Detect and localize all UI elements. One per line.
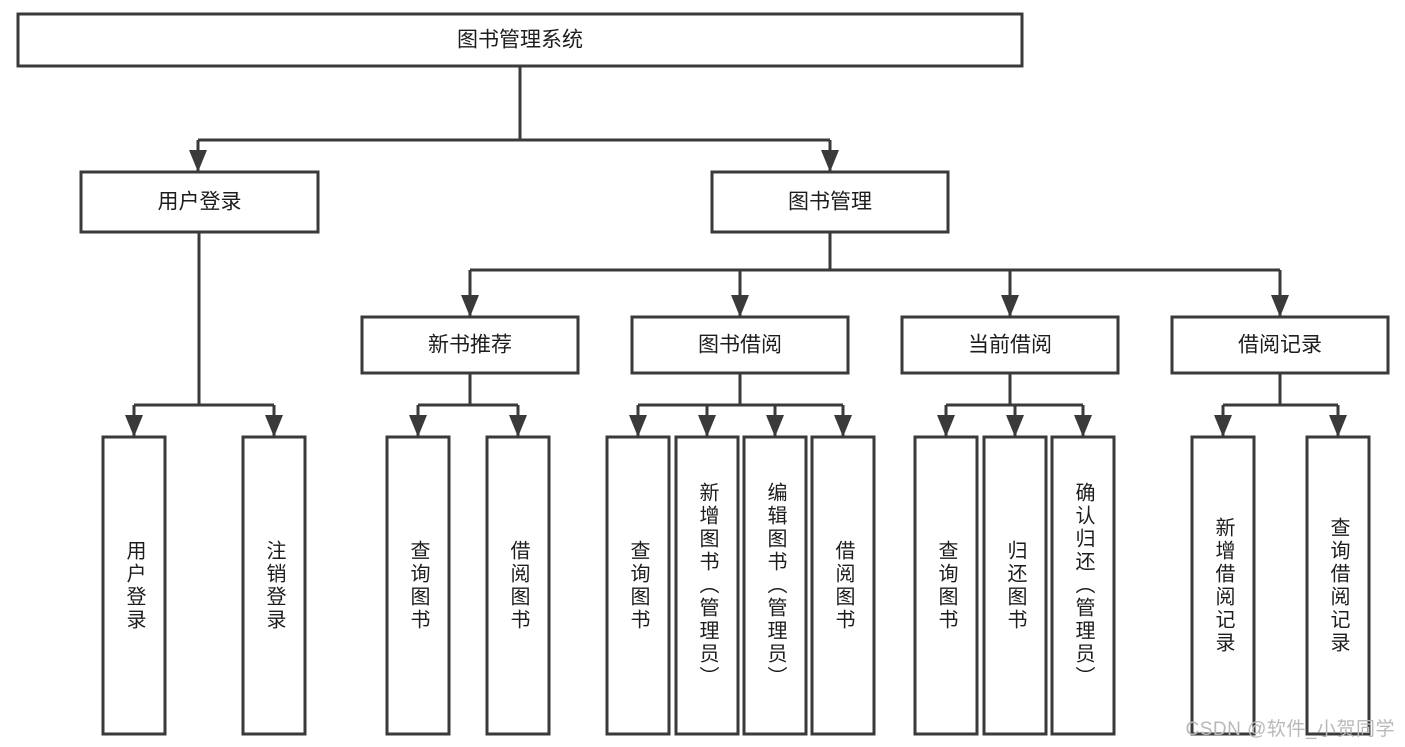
connectors-layer bbox=[125, 66, 1347, 437]
node-box-leaf-borrow-book[interactable] bbox=[810, 435, 876, 736]
arrow-head-icon bbox=[1074, 415, 1092, 437]
node-box-user-login[interactable] bbox=[79, 170, 320, 234]
node-box-book-borrow[interactable] bbox=[630, 315, 850, 375]
node-label-book-management: 图书管理 bbox=[788, 191, 872, 214]
node-box-leaf-query-book-current[interactable] bbox=[913, 435, 979, 736]
arrow-head-icon bbox=[409, 415, 427, 437]
node-label-root: 图书管理系统 bbox=[457, 29, 583, 52]
node-box-borrow-record[interactable] bbox=[1170, 315, 1390, 375]
boxes-layer bbox=[16, 12, 1390, 736]
arrow-head-icon bbox=[461, 295, 479, 317]
arrow-head-icon bbox=[189, 150, 207, 172]
node-box-root[interactable] bbox=[16, 12, 1024, 68]
arrow-head-icon bbox=[1006, 415, 1024, 437]
node-label-book-borrow: 图书借阅 bbox=[698, 334, 782, 357]
arrow-head-icon bbox=[1214, 415, 1232, 437]
node-box-leaf-user-login[interactable] bbox=[101, 435, 167, 736]
node-box-leaf-edit-book[interactable] bbox=[742, 435, 808, 736]
node-box-leaf-confirm-return[interactable] bbox=[1050, 435, 1116, 736]
csdn-watermark: CSDN @软件_小贺同学 bbox=[1185, 719, 1395, 740]
node-box-leaf-add-borrow-record[interactable] bbox=[1190, 435, 1256, 736]
node-box-leaf-borrow-book-recommend[interactable] bbox=[485, 435, 551, 736]
node-box-book-management[interactable] bbox=[710, 170, 950, 234]
node-box-leaf-logout[interactable] bbox=[241, 435, 307, 736]
arrow-head-icon bbox=[509, 415, 527, 437]
arrow-head-icon bbox=[834, 415, 852, 437]
node-box-new-book-recommend[interactable] bbox=[360, 315, 580, 375]
arrow-head-icon bbox=[698, 415, 716, 437]
arrow-head-icon bbox=[1329, 415, 1347, 437]
arrow-head-icon bbox=[821, 150, 839, 172]
node-label-user-login: 用户登录 bbox=[158, 191, 242, 214]
node-label-borrow-record: 借阅记录 bbox=[1238, 334, 1322, 357]
arrow-head-icon bbox=[265, 415, 283, 437]
node-label-new-book-recommend: 新书推荐 bbox=[428, 334, 512, 357]
arrow-head-icon bbox=[1271, 295, 1289, 317]
node-box-leaf-query-book-recommend[interactable] bbox=[385, 435, 451, 736]
node-box-leaf-add-book[interactable] bbox=[674, 435, 740, 736]
node-label-current-borrow: 当前借阅 bbox=[968, 334, 1052, 357]
arrow-head-icon bbox=[1001, 295, 1019, 317]
arrow-head-icon bbox=[766, 415, 784, 437]
arrow-head-icon bbox=[125, 415, 143, 437]
node-box-leaf-query-borrow-record[interactable] bbox=[1305, 435, 1371, 736]
arrow-head-icon bbox=[731, 295, 749, 317]
node-box-current-borrow[interactable] bbox=[900, 315, 1120, 375]
arrow-head-icon bbox=[937, 415, 955, 437]
arrow-head-icon bbox=[629, 415, 647, 437]
node-box-leaf-query-book-borrow[interactable] bbox=[605, 435, 671, 736]
node-box-leaf-return-book[interactable] bbox=[982, 435, 1048, 736]
